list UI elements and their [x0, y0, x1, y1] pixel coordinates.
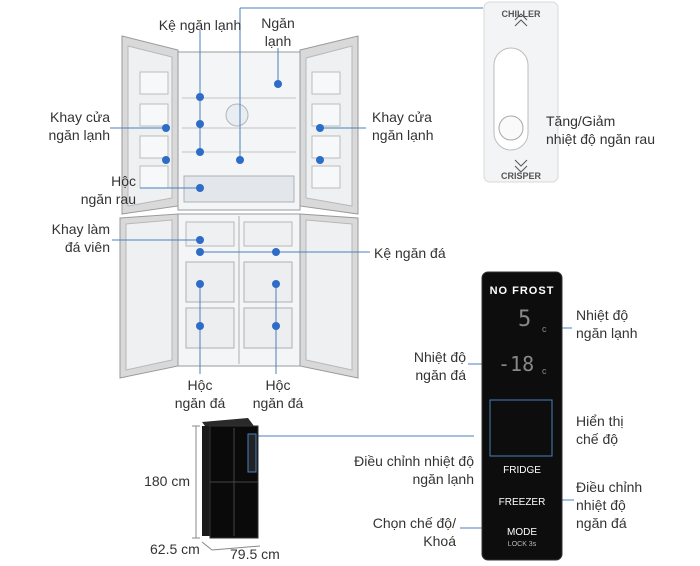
label-dieu-chinh-da-line1: Điều chỉnh — [576, 479, 643, 495]
label-tang-giam-line1: Tăng/Giảm — [546, 113, 616, 129]
mode-button[interactable]: MODE — [507, 527, 537, 538]
fridge-cabinet — [177, 51, 301, 211]
label-chon-che-do-line1: Chọn chế độ/ — [372, 515, 456, 531]
label-khay-lam-da: Khay làm đá viên — [30, 220, 110, 256]
fridge-button[interactable]: FRIDGE — [503, 465, 541, 476]
dimension-height: 180 cm — [144, 473, 190, 489]
crisper-slider-panel — [483, 1, 559, 183]
label-nhiet-do-ngan-lanh-line1: Nhiệt độ — [576, 307, 629, 323]
label-dieu-chinh-lanh-line1: Điều chỉnh nhiệt độ — [354, 453, 474, 469]
top-right-door — [299, 35, 359, 215]
control-panel — [481, 271, 563, 561]
top-left-door — [121, 35, 179, 215]
label-khay-cua-left: Khay cửa ngăn lạnh — [30, 108, 110, 144]
label-khay-cua-left-line2: ngăn lạnh — [48, 127, 110, 143]
label-dieu-chinh-lanh-line2: ngăn lạnh — [412, 471, 474, 487]
crisper-slider-top-label: CHILLER — [501, 9, 541, 19]
label-khay-cua-left-line1: Khay cửa — [50, 109, 110, 125]
crisper-slider-bottom-label: CRISPER — [500, 171, 541, 181]
freezer-button[interactable]: FREEZER — [498, 497, 546, 508]
freezer-cabinet — [177, 213, 301, 367]
label-chon-che-do-line2: Khoá — [423, 533, 456, 549]
label-nhiet-do-ngan-da: Nhiệt độ ngăn đá — [380, 348, 466, 384]
label-hien-thi-line2: chế độ — [576, 431, 619, 447]
label-khay-cua-right-line2: ngăn lạnh — [372, 127, 434, 143]
label-hoc-da-left-line2: ngăn đá — [174, 395, 226, 411]
label-khay-cua-right: Khay cửa ngăn lạnh — [372, 108, 452, 144]
label-tang-giam-line2: nhiệt độ ngăn rau — [546, 131, 655, 147]
label-hien-thi-line1: Hiển thị — [576, 413, 624, 429]
label-hoc-da-right-line1: Hộc — [265, 377, 291, 393]
small-fridge — [202, 418, 259, 539]
label-chon-che-do: Chọn chế độ/ Khoá — [360, 514, 456, 550]
label-nhiet-do-ngan-lanh: Nhiệt độ ngăn lạnh — [576, 306, 686, 342]
label-hoc-ngan-rau-line2: ngăn rau — [80, 191, 136, 207]
label-khay-lam-da-line1: Khay làm — [51, 221, 110, 237]
label-nhiet-do-ngan-lanh-line2: ngăn lạnh — [576, 325, 638, 341]
label-tang-giam: Tăng/Giảm nhiệt độ ngăn rau — [546, 112, 696, 148]
label-hien-thi: Hiển thị chế độ — [576, 412, 676, 448]
label-hoc-da-right: Hộc ngăn đá — [238, 376, 318, 412]
label-hoc-da-left-line1: Hộc — [187, 377, 213, 393]
freezer-temp-display: -18 — [498, 352, 535, 376]
label-dieu-chinh-da: Điều chỉnh nhiệt độ ngăn đá — [576, 478, 676, 532]
freezer-temp-unit: c — [542, 366, 547, 376]
control-panel-brand: NO FROST — [489, 285, 555, 297]
bottom-left-door — [119, 213, 179, 379]
lock-hint: LOCK 3s — [507, 541, 537, 548]
label-ngan-lanh: Ngăn lạnh — [248, 14, 308, 50]
label-hoc-ngan-rau: Hộc ngăn rau — [50, 172, 136, 208]
fridge-temp-unit: c — [542, 324, 547, 334]
label-ngan-lanh-line2: lạnh — [264, 33, 292, 49]
label-hoc-da-right-line2: ngăn đá — [252, 395, 304, 411]
label-ngan-lanh-line1: Ngăn — [261, 15, 295, 31]
bottom-right-door — [299, 213, 359, 379]
label-dieu-chinh-da-line3: ngăn đá — [576, 515, 627, 531]
label-hoc-ngan-rau-line1: Hộc — [111, 173, 136, 189]
label-nhiet-do-ngan-da-line2: ngăn đá — [415, 367, 466, 383]
dimension-depth: 62.5 cm — [150, 541, 200, 557]
dimension-width: 79.5 cm — [230, 546, 280, 562]
label-ke-ngan-da: Kệ ngăn đá — [374, 245, 446, 261]
label-hoc-da-left: Hộc ngăn đá — [160, 376, 240, 412]
label-nhiet-do-ngan-da-line1: Nhiệt độ — [413, 349, 466, 365]
label-khay-lam-da-line2: đá viên — [64, 239, 110, 255]
dimension-lines — [192, 425, 261, 551]
label-khay-cua-right-line1: Khay cửa — [372, 109, 432, 125]
fridge-temp-display: 5 — [518, 307, 532, 332]
label-dieu-chinh-da-line2: nhiệt độ — [576, 497, 626, 513]
label-dieu-chinh-lanh: Điều chỉnh nhiệt độ ngăn lạnh — [330, 452, 474, 488]
label-ke-ngan-lanh: Kệ ngăn lạnh — [158, 17, 242, 33]
